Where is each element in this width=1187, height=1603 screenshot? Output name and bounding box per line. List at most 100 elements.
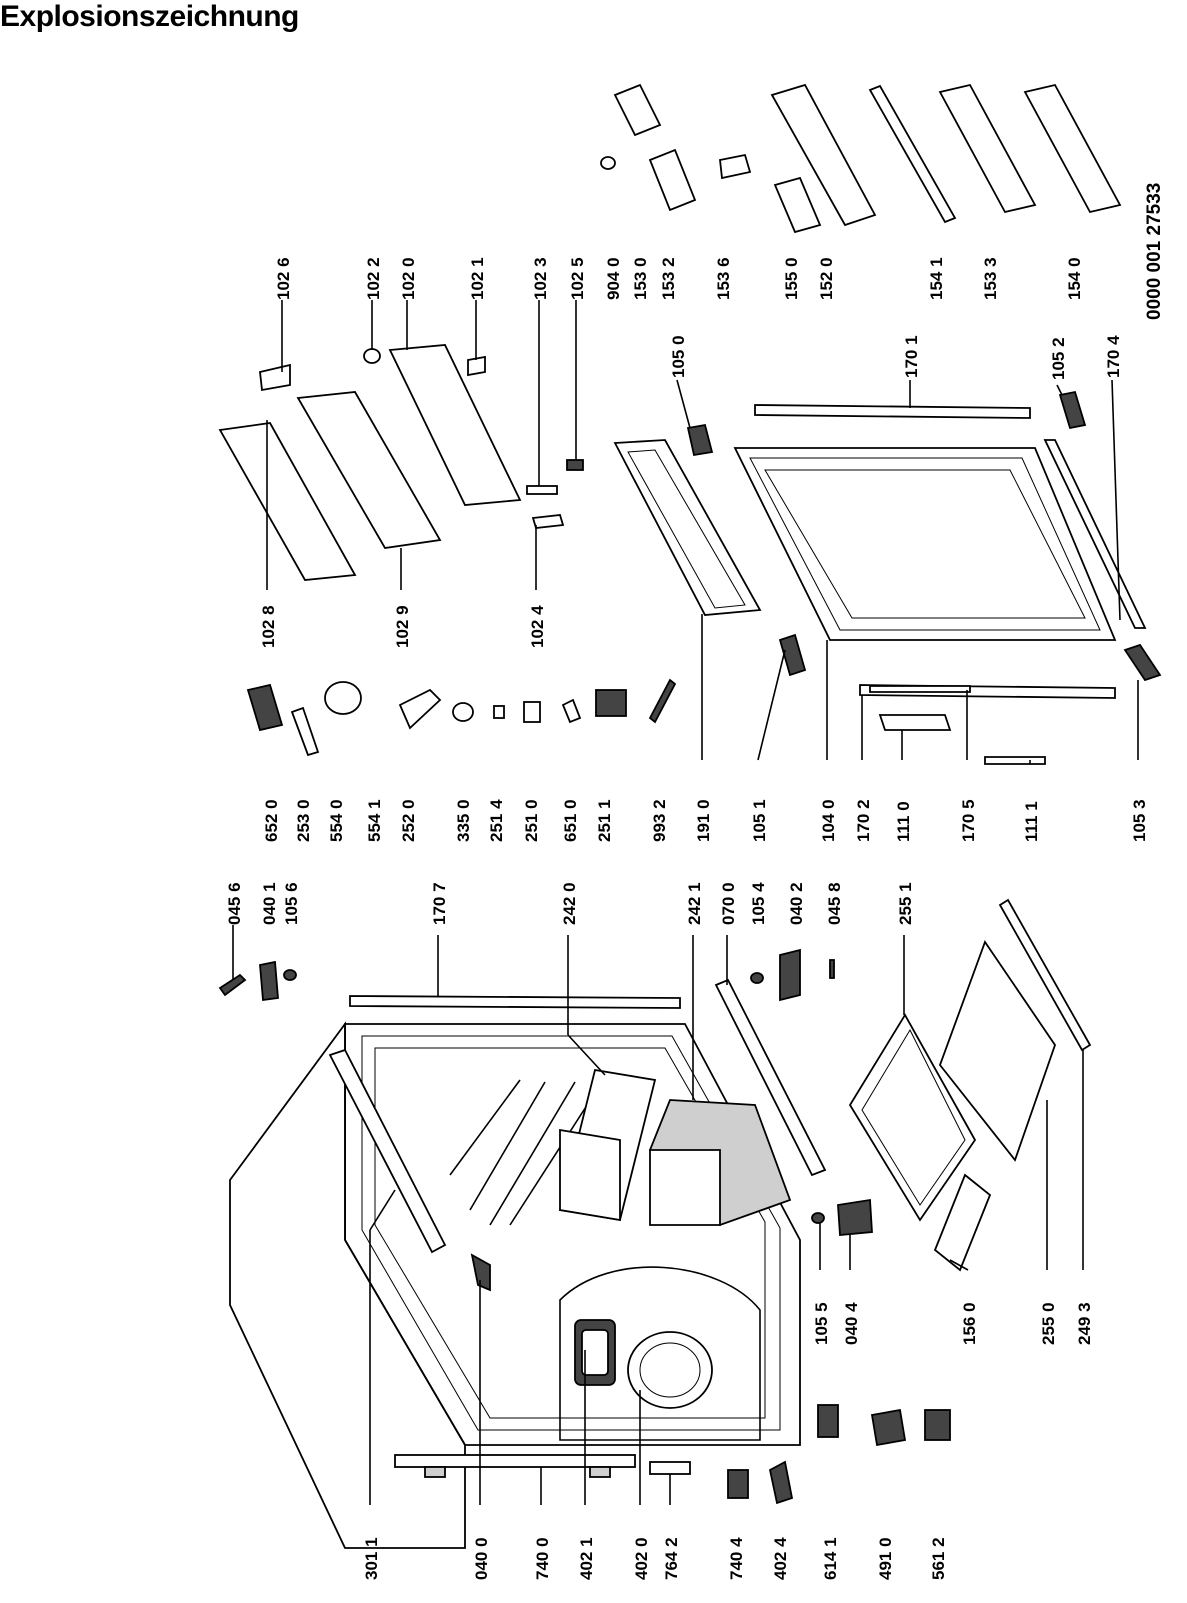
part-105-4 xyxy=(750,972,764,984)
label-045-6: 045 6 xyxy=(225,882,244,925)
part-740-4 xyxy=(727,1469,749,1499)
label-153-2: 153 2 xyxy=(659,257,678,300)
label-251-4: 251 4 xyxy=(487,799,506,842)
label-102-5: 102 5 xyxy=(568,257,587,300)
label-111-0: 111 0 xyxy=(894,801,913,842)
label-104-0: 104 0 xyxy=(819,799,838,842)
part-402-4 xyxy=(768,1460,794,1505)
label-651-0: 651 0 xyxy=(561,799,580,842)
label-764-2: 764 2 xyxy=(662,1537,681,1580)
label-153-3: 153 3 xyxy=(981,257,1000,300)
label-242-0: 242 0 xyxy=(560,882,579,925)
part-154-0 xyxy=(1023,83,1122,214)
part-153-0 xyxy=(613,83,662,137)
label-155-0: 155 0 xyxy=(782,257,801,300)
part-102-8 xyxy=(218,422,357,581)
label-156-0: 156 0 xyxy=(960,1302,979,1345)
label-301-1: 301 1 xyxy=(362,1537,381,1580)
label-154-0: 154 0 xyxy=(1065,257,1084,300)
document-number: 0000 001 27533 xyxy=(1144,183,1165,320)
part-764-2 xyxy=(649,1461,691,1475)
label-170-4: 170 4 xyxy=(1104,335,1123,378)
label-170-1: 170 1 xyxy=(902,335,921,378)
label-993-2: 993 2 xyxy=(650,799,669,842)
part-561-2 xyxy=(924,1409,951,1441)
part-252-0 xyxy=(398,688,442,730)
label-045-8: 045 8 xyxy=(825,882,844,925)
label-740-4: 740 4 xyxy=(727,1537,746,1580)
label-152-0: 152 0 xyxy=(817,257,836,300)
label-491-0: 491 0 xyxy=(876,1537,895,1580)
label-040-0: 040 0 xyxy=(472,1537,491,1580)
label-040-4: 040 4 xyxy=(842,1302,861,1345)
label-102-0: 102 0 xyxy=(399,257,418,300)
page-title: Explosionszeichnung xyxy=(0,0,299,33)
part-251-0 xyxy=(523,701,541,723)
label-153-6: 153 6 xyxy=(714,257,733,300)
part-154-1 xyxy=(868,84,957,224)
label-105-3: 105 3 xyxy=(1130,799,1149,842)
label-740-0: 740 0 xyxy=(533,1537,552,1580)
label-402-1: 402 1 xyxy=(577,1537,596,1580)
part-191-0 xyxy=(613,439,762,616)
cabinet-body xyxy=(229,1021,801,1549)
label-242-1: 242 1 xyxy=(685,882,704,925)
part-156-0 xyxy=(933,1173,992,1272)
part-102-1 xyxy=(467,355,486,377)
label-170-5: 170 5 xyxy=(959,799,978,842)
part-105-2 xyxy=(1058,390,1087,430)
part-040-1 xyxy=(259,960,279,1002)
label-252-0: 252 0 xyxy=(399,799,418,842)
label-554-1: 554 1 xyxy=(365,799,384,842)
part-102-9 xyxy=(296,391,442,549)
part-253-0 xyxy=(290,706,320,757)
part-105-3 xyxy=(1123,643,1162,682)
label-102-8: 102 8 xyxy=(259,605,278,648)
part-102-6 xyxy=(259,363,291,392)
part-170-5 xyxy=(869,685,971,693)
label-105-1: 105 1 xyxy=(750,799,769,842)
leader-lines xyxy=(232,300,1139,1505)
label-402-4: 402 4 xyxy=(771,1537,790,1580)
part-614-1 xyxy=(817,1404,839,1438)
label-154-1: 154 1 xyxy=(927,257,946,300)
part-170-4 xyxy=(1043,439,1147,629)
part-335-0 xyxy=(452,702,474,722)
part-251-1 xyxy=(595,689,627,717)
part-249-3 xyxy=(998,898,1092,1052)
part-040-2 xyxy=(779,948,801,1002)
part-993-2 xyxy=(648,678,677,724)
part-111-0 xyxy=(878,714,952,731)
part-102-3 xyxy=(526,485,558,495)
part-102-4 xyxy=(531,514,565,529)
part-045-8 xyxy=(829,959,835,979)
part-111-1 xyxy=(984,756,1046,765)
label-105-2: 105 2 xyxy=(1049,337,1068,380)
label-554-0: 554 0 xyxy=(327,799,346,842)
label-253-0: 253 0 xyxy=(294,799,313,842)
part-170-1 xyxy=(754,404,1031,419)
label-102-1: 102 1 xyxy=(468,257,487,300)
label-102-3: 102 3 xyxy=(531,257,550,300)
label-904-0: 904 0 xyxy=(604,257,623,300)
part-102-2 xyxy=(363,348,381,364)
label-102-6: 102 6 xyxy=(274,257,293,300)
label-170-7: 170 7 xyxy=(430,882,449,925)
part-491-0 xyxy=(870,1408,907,1447)
part-153-6 xyxy=(719,153,752,180)
part-102-5 xyxy=(566,459,584,471)
label-102-2: 102 2 xyxy=(364,257,383,300)
label-191-0: 191 0 xyxy=(694,799,713,842)
label-105-0: 105 0 xyxy=(669,335,688,378)
part-105-1 xyxy=(778,633,807,677)
label-402-0: 402 0 xyxy=(632,1537,651,1580)
label-040-1: 040 1 xyxy=(260,882,279,925)
label-561-2: 561 2 xyxy=(929,1537,948,1580)
label-614-1: 614 1 xyxy=(821,1537,840,1580)
label-255-0: 255 0 xyxy=(1039,1302,1058,1345)
label-251-1: 251 1 xyxy=(595,799,614,842)
part-255-1 xyxy=(848,1013,977,1222)
part-153-2 xyxy=(648,148,697,212)
label-105-4: 105 4 xyxy=(749,882,768,925)
